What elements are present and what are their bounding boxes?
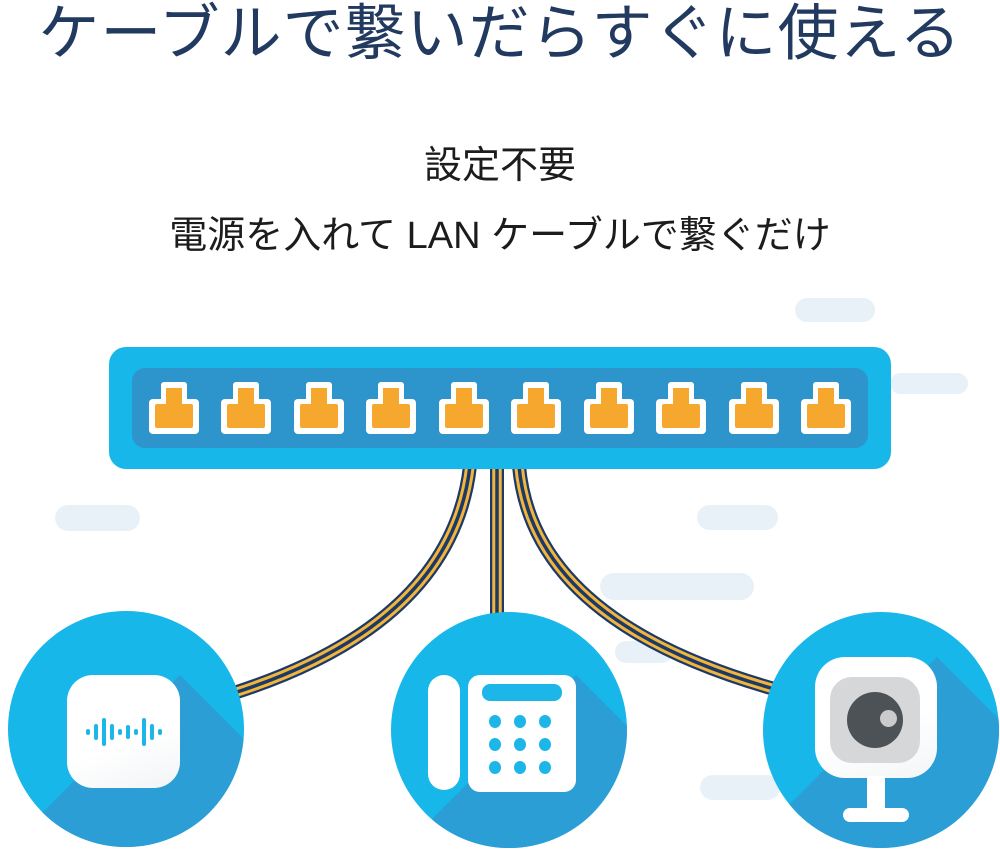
camera-lens-icon: [847, 692, 903, 748]
waveform-bar: [117, 728, 122, 735]
ethernet-port-icon: [366, 382, 417, 434]
access-point-waveform: [85, 717, 162, 746]
ethernet-port-icon: [221, 382, 272, 434]
keypad-dot: [539, 715, 551, 728]
camera-body: [815, 657, 937, 778]
ethernet-port-icon: [656, 382, 707, 434]
waveform-bar: [157, 728, 162, 735]
cloud-shape: [890, 373, 968, 394]
phone-icon: [428, 675, 576, 793]
camera-stand-base: [843, 808, 909, 822]
waveform-bar: [125, 724, 130, 739]
waveform-bar: [133, 728, 138, 735]
keypad-dot: [539, 738, 551, 751]
ethernet-port-icon: [800, 382, 851, 434]
device-camera: [763, 612, 999, 848]
camera-stand-stem: [867, 776, 885, 812]
lens-highlight: [880, 710, 897, 727]
camera-icon: [763, 612, 999, 848]
cloud-shape: [600, 573, 754, 600]
headline: ケーブルで繋いだらすぐに使える: [38, 0, 962, 67]
ethernet-port-icon: [728, 382, 779, 434]
cloud-shape: [697, 505, 778, 530]
phone-display: [482, 684, 562, 701]
cloud-shape: [795, 298, 875, 322]
waveform-bar: [149, 723, 154, 740]
phone-body: [468, 675, 576, 792]
keypad-dot: [539, 761, 551, 774]
description: 電源を入れて LAN ケーブルで繋ぐだけ: [169, 215, 831, 257]
keypad-dot: [514, 715, 526, 728]
ethernet-port-icon: [149, 382, 199, 434]
network-switch-illustration: [109, 347, 891, 469]
device-ip-phone: [391, 612, 627, 848]
camera-face: [830, 677, 920, 763]
ethernet-port-icon: [511, 382, 562, 434]
device-access-point: [8, 611, 244, 847]
access-point-icon: [67, 675, 180, 788]
keypad-dot: [489, 738, 501, 751]
subtitle: 設定不要: [423, 145, 576, 187]
keypad-dot: [514, 761, 526, 774]
switch-front-panel: [132, 368, 868, 448]
ethernet-port-icon: [293, 382, 344, 434]
lan-cable-right: [512, 465, 780, 697]
phone-keypad: [489, 715, 551, 774]
cloud-shape: [55, 505, 140, 531]
ethernet-port-icon: [583, 382, 634, 434]
ethernet-port-icon: [438, 382, 489, 434]
cloud-shape: [700, 775, 780, 800]
keypad-dot: [489, 715, 501, 728]
keypad-dot: [514, 738, 526, 751]
waveform-bar: [93, 723, 98, 740]
keypad-dot: [489, 761, 501, 774]
waveform-bar: [109, 723, 114, 740]
waveform-bar: [101, 717, 106, 746]
lan-cable-left: [234, 465, 477, 699]
waveform-bar: [85, 728, 90, 735]
phone-handset: [428, 675, 460, 790]
waveform-bar: [141, 717, 146, 746]
switch-ports: [132, 368, 868, 448]
